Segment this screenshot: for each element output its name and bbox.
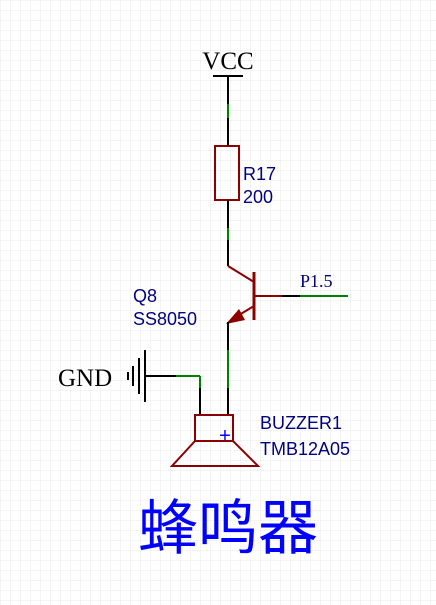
ground-icon xyxy=(127,350,146,402)
resistor-r17[interactable] xyxy=(214,118,240,228)
q8-collector-lead xyxy=(227,265,255,283)
q8-designator: Q8 xyxy=(133,286,157,306)
schematic-title: 蜂鸣器 xyxy=(138,494,318,564)
buzzer-value: TMB12A05 xyxy=(260,439,350,459)
r17-value: 200 xyxy=(243,187,273,207)
r17-designator: R17 xyxy=(243,164,276,184)
buzzer-1[interactable] xyxy=(169,414,261,467)
vcc-label: VCC xyxy=(202,48,253,75)
gnd-label: GND xyxy=(58,365,112,392)
q8-emitter-arrow-icon xyxy=(226,309,245,324)
transistor-q8[interactable] xyxy=(226,265,300,350)
buzzer-polarity-mark: + xyxy=(219,425,231,447)
buzzer-designator: BUZZER1 xyxy=(260,413,342,433)
q8-value: SS8050 xyxy=(133,309,197,329)
buzzer-horn-icon xyxy=(169,440,261,467)
p15-net-label: P1.5 xyxy=(300,271,333,291)
